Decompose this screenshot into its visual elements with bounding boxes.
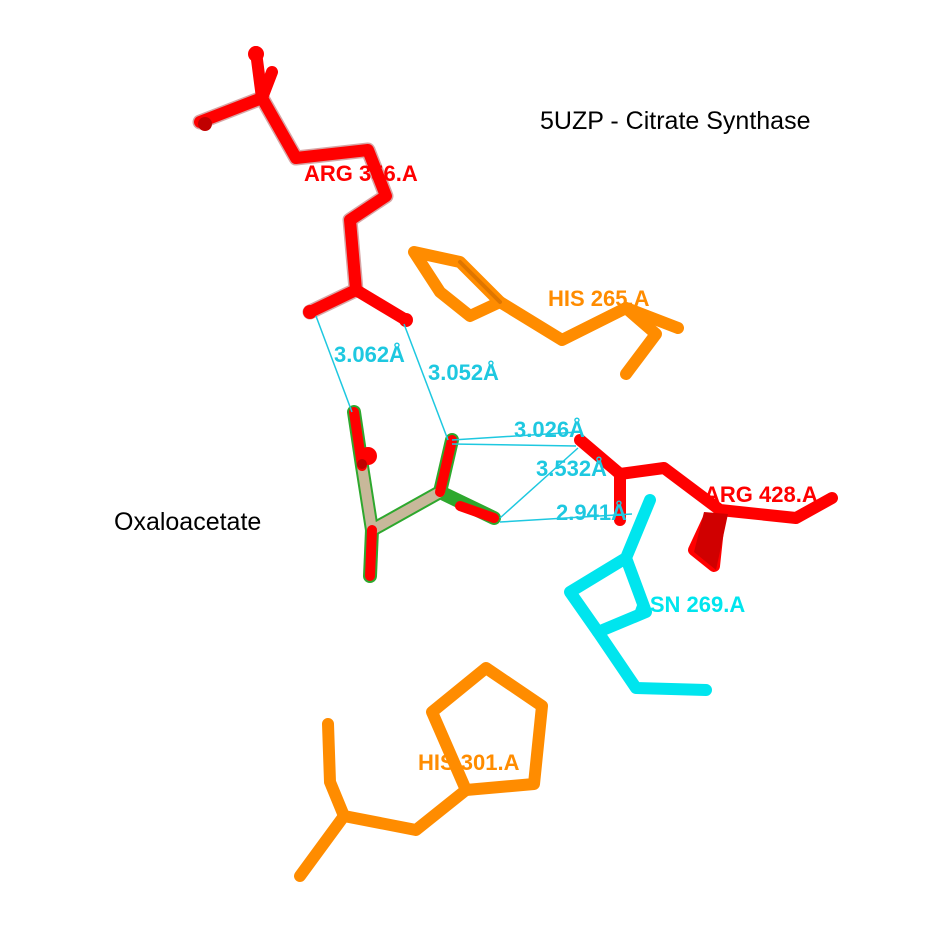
label-asn-269: ASN 269.A (634, 592, 745, 617)
residue-his-301 (294, 662, 548, 882)
residue-his-265 (408, 246, 684, 380)
label-arg-428: ARG 428.A (704, 482, 818, 507)
residue-arg-428 (574, 434, 838, 572)
distance-label-2: 3.052Å (428, 359, 499, 385)
label-his-265: HIS 265.A (548, 286, 650, 311)
structure-title: 5UZP - Citrate Synthase (540, 107, 810, 135)
ligand-oxaloacetate (347, 405, 501, 583)
distance-label-3: 3.026Å (514, 416, 585, 442)
residue-asn-269 (564, 494, 712, 696)
label-his-301: HIS 301.A (418, 750, 520, 775)
distance-label-4: 3.532Å (536, 455, 607, 481)
residue-arg-356 (192, 46, 413, 327)
hbond-lines (315, 315, 633, 523)
distance-label-5: 2.941Å (556, 499, 627, 525)
ligand-label: Oxaloacetate (114, 508, 261, 536)
label-arg-356: ARG 356.A (304, 161, 418, 186)
distance-label-1: 3.062Å (334, 341, 405, 367)
